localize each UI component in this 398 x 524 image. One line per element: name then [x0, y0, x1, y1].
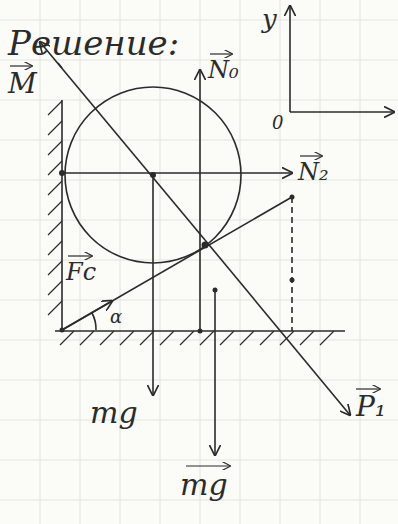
wall — [61, 100, 63, 332]
vector-sign — [300, 155, 322, 156]
x-axis — [290, 111, 394, 113]
force-mg-rod — [214, 290, 216, 455]
force-n2 — [62, 172, 292, 174]
angle-arc — [92, 313, 96, 330]
force-fc — [62, 301, 112, 330]
points — [59, 170, 295, 334]
force-label: N₀ — [208, 58, 239, 82]
vector-sign — [68, 255, 92, 256]
rod — [62, 197, 292, 330]
wall-hatch — [48, 101, 62, 315]
force-mg-ball — [152, 175, 154, 395]
force-label: P₁ — [356, 393, 386, 421]
y-axis — [289, 6, 291, 112]
floor-hatch — [60, 331, 334, 345]
force-label: mg — [90, 398, 138, 428]
force-n0 — [199, 70, 201, 331]
force-label: mg — [180, 470, 228, 500]
drawing — [10, 6, 394, 466]
axis-label: y — [262, 6, 277, 32]
force-label: Fс — [66, 260, 96, 284]
vector-sign — [356, 388, 380, 389]
force-label: M — [8, 70, 37, 98]
vector-sign — [210, 53, 232, 54]
angle-label: α — [110, 308, 122, 326]
vector-sign — [10, 65, 32, 66]
force-label: N₂ — [298, 160, 329, 184]
force-p1 — [205, 240, 350, 415]
vector-sign — [186, 465, 230, 466]
origin-label: 0 — [272, 114, 283, 132]
guide-line — [291, 197, 293, 331]
heading: Решение: — [8, 26, 179, 60]
force-m — [40, 42, 205, 240]
